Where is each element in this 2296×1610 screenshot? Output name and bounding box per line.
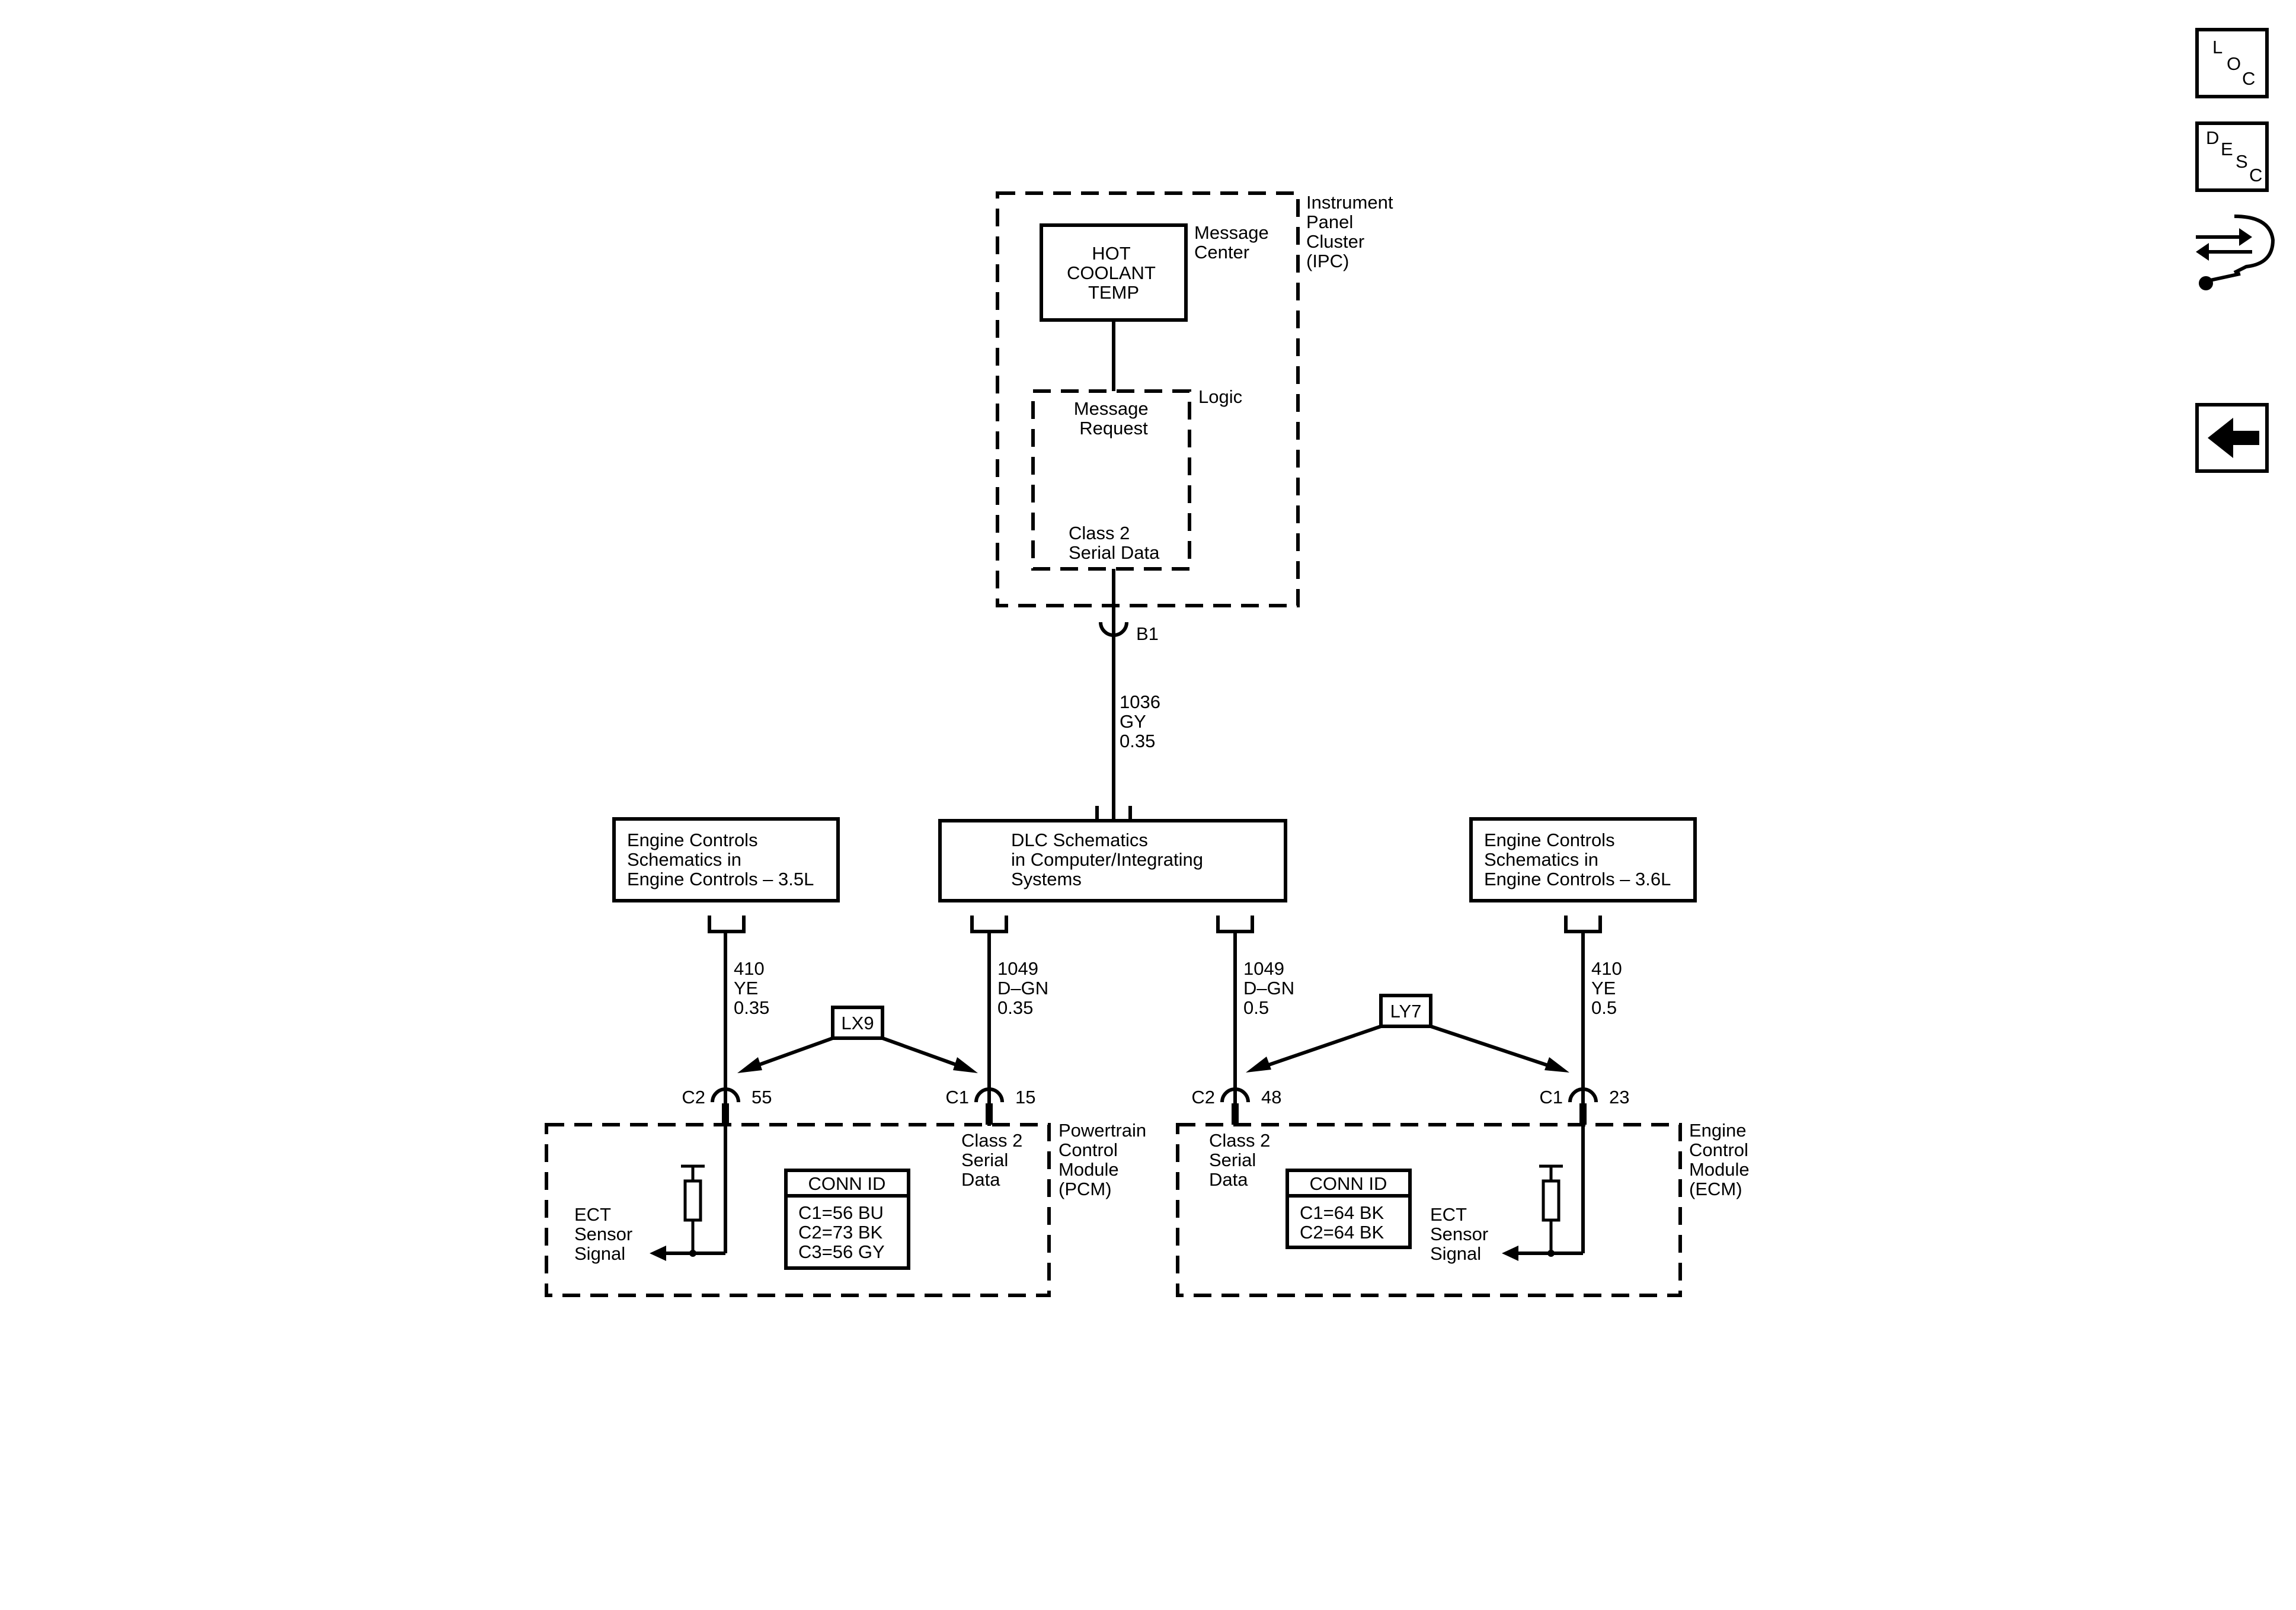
- ipc-wire-label: 1036 GY 0.35: [1120, 692, 1166, 751]
- connector-b1-label: B1: [1136, 623, 1159, 644]
- ecm-data-wire-label: 1049 D–GN 0.5: [1243, 958, 1300, 1018]
- ecm-c1-conn-label: C1: [1539, 1087, 1563, 1108]
- ecm-c1-pin-label: 23: [1609, 1087, 1629, 1108]
- ecm-class2-label: Class 2 Serial Data: [1209, 1130, 1275, 1190]
- ipc-title: Instrument Panel Cluster (IPC): [1306, 192, 1398, 271]
- desc-button-icon: [2195, 121, 2269, 192]
- pcm-title: Powertrain Control Module (PCM): [1059, 1120, 1152, 1199]
- connector-view-button[interactable]: [2196, 215, 2275, 290]
- pullup-resistor: [683, 1179, 702, 1222]
- pullup-resistor: [1542, 1179, 1560, 1222]
- engine-controls-3-5l-text: Engine Controls Schematics in Engine Con…: [627, 830, 814, 889]
- pcm-conn-id-box: [784, 1169, 910, 1270]
- option-lx9-box: [831, 1006, 884, 1040]
- engine-controls-3-6l-box[interactable]: [1469, 817, 1697, 902]
- arrowhead: [1502, 1246, 1518, 1261]
- message-center-label: Message Center: [1194, 222, 1274, 263]
- pcm-conn-id-title: CONN ID: [808, 1173, 886, 1194]
- logic-label: Logic: [1198, 386, 1242, 407]
- pcm-c2-pin-label: 55: [752, 1087, 772, 1108]
- svg-text:C: C: [2249, 165, 2262, 185]
- option-ly7-box: [1379, 994, 1432, 1028]
- pcm-ect-label: ECT Sensor Signal: [574, 1204, 638, 1264]
- ecm-c1-connector-symbol: [1568, 1087, 1598, 1103]
- pcm-ect-wire-label: 410 YE 0.35: [734, 958, 769, 1018]
- ecm-conn-id-title: CONN ID: [1310, 1173, 1387, 1194]
- pcm-conn-id-list: C1=56 BU C2=73 BK C3=56 GY: [798, 1202, 889, 1262]
- ecm-ect-wire-label: 410 YE 0.5: [1591, 958, 1627, 1018]
- pcm-c1-conn-label: C1: [945, 1087, 969, 1108]
- desc-button[interactable]: D E S C: [2195, 121, 2269, 192]
- ecm-title: Engine Control Module (ECM): [1689, 1120, 1754, 1199]
- dlc-schematics-box[interactable]: [938, 819, 1287, 902]
- arrowhead: [953, 1057, 978, 1073]
- dlc-schematics-text: DLC Schematics in Computer/Integrating S…: [1011, 830, 1208, 889]
- option-lx9-label: LX9: [841, 1013, 874, 1033]
- message-request-label: Message Request: [1074, 398, 1153, 438]
- message-text: HOT COOLANT TEMP: [1067, 243, 1160, 303]
- svg-text:C: C: [2242, 68, 2255, 89]
- ipc-class2-label: Class 2 Serial Data: [1069, 523, 1160, 563]
- message-display-box: [1040, 223, 1188, 322]
- svg-text:E: E: [2221, 139, 2233, 159]
- engine-controls-3-5l-box[interactable]: [612, 817, 840, 902]
- pcm-data-wire-label: 1049 D–GN 0.35: [997, 958, 1054, 1018]
- svg-text:S: S: [2236, 151, 2248, 172]
- loc-button[interactable]: L O C: [2195, 28, 2269, 98]
- ipc-dashed-boundary: [996, 191, 1300, 607]
- ecm-c2-connector-symbol: [1220, 1087, 1250, 1103]
- ecm-dashed-boundary: [1176, 1123, 1682, 1297]
- svg-text:D: D: [2206, 127, 2219, 148]
- ecm-conn-id-list: C1=64 BK C2=64 BK: [1300, 1202, 1389, 1243]
- ecm-ect-label: ECT Sensor Signal: [1430, 1204, 1494, 1264]
- arrowhead: [737, 1057, 762, 1073]
- pcm-dashed-boundary: [545, 1123, 1051, 1297]
- pcm-c2-conn-label: C2: [682, 1087, 705, 1108]
- pcm-class2-label: Class 2 Serial Data: [961, 1130, 1028, 1190]
- svg-text:L: L: [2212, 37, 2223, 57]
- pcm-c1-connector-symbol: [974, 1087, 1004, 1103]
- arrowhead: [1246, 1057, 1271, 1073]
- connector-wrench-icon: [2196, 215, 2275, 290]
- loc-button-icon: [2195, 28, 2269, 98]
- ecm-conn-id-box: [1285, 1169, 1412, 1249]
- arrowhead: [650, 1246, 666, 1261]
- pcm-c1-pin-label: 15: [1015, 1087, 1035, 1108]
- back-button[interactable]: [2195, 403, 2269, 473]
- engine-controls-3-6l-text: Engine Controls Schematics in Engine Con…: [1484, 830, 1671, 889]
- ecm-c2-conn-label: C2: [1191, 1087, 1215, 1108]
- ecm-c2-pin-label: 48: [1261, 1087, 1281, 1108]
- arrowhead: [1544, 1057, 1569, 1073]
- svg-text:O: O: [2227, 53, 2241, 74]
- pcm-c2-connector-symbol: [711, 1087, 740, 1103]
- option-ly7-label: LY7: [1390, 1001, 1422, 1022]
- connector-b1-symbol: [1099, 622, 1128, 637]
- back-arrow-icon: [2208, 418, 2259, 458]
